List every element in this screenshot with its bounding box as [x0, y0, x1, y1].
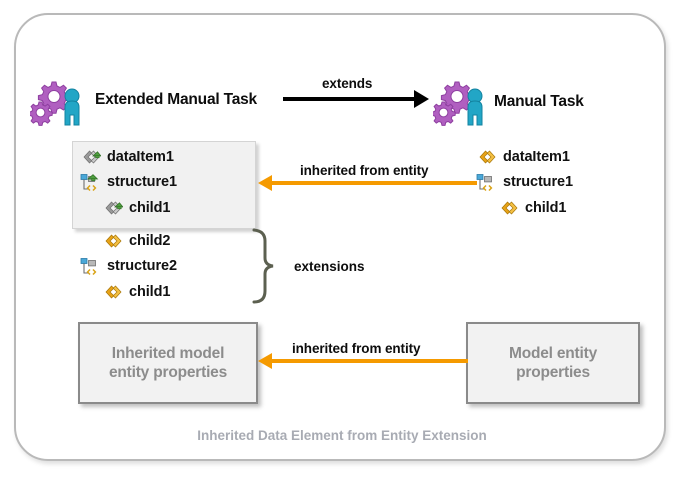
right-tree-item-dataitem1[interactable]: dataItem1: [478, 148, 570, 166]
structure-icon: [476, 173, 497, 192]
inherited-model-entity-properties-box: Inherited model entity properties: [78, 322, 258, 404]
right-tree-item-structure1[interactable]: structure1: [476, 173, 573, 192]
right-tree-item-label: child1: [525, 200, 567, 216]
inherited-structure-icon: [80, 173, 101, 192]
left-tree-item-child1-b[interactable]: child1: [104, 283, 170, 301]
extends-arrow-label: extends: [322, 76, 373, 91]
right-tree-item-child1[interactable]: child1: [500, 199, 566, 217]
inherited-data-element-icon: [104, 199, 123, 217]
inherited-tree-arrow-head: [258, 175, 272, 191]
extends-arrow-line: [283, 97, 415, 101]
left-tree-item-child1-a[interactable]: child1: [104, 199, 170, 217]
data-element-icon: [104, 283, 123, 301]
left-tree-item-label: child2: [129, 233, 171, 249]
manual-task-icon-extended: [28, 76, 86, 133]
inherited-data-element-icon: [82, 148, 101, 166]
model-props-line1: Model entity: [508, 344, 598, 362]
left-task-title: Extended Manual Task: [95, 91, 257, 108]
diagram-caption: Inherited Data Element from Entity Exten…: [197, 428, 487, 443]
right-task-title: Manual Task: [494, 93, 584, 110]
right-tree-item-label: structure1: [503, 174, 573, 190]
data-element-icon: [104, 232, 123, 250]
left-tree-item-label: child1: [129, 200, 171, 216]
inherited-props-arrow-line: [272, 359, 468, 363]
inherited-elements-panel: [72, 141, 256, 229]
left-tree-item-structure1[interactable]: structure1: [80, 173, 177, 192]
extensions-label: extensions: [294, 259, 365, 274]
left-tree-item-structure2[interactable]: structure2: [80, 257, 177, 276]
extends-arrow-head: [414, 90, 429, 108]
extensions-brace: [250, 228, 288, 309]
inherited-props-arrow-head: [258, 353, 272, 369]
model-props-line2: properties: [516, 364, 590, 381]
left-tree-item-child2[interactable]: child2: [104, 232, 170, 250]
right-tree-item-label: dataItem1: [503, 149, 570, 165]
data-element-icon: [478, 148, 497, 166]
data-element-icon: [500, 199, 519, 217]
model-entity-properties-box: Model entity properties: [466, 322, 640, 404]
structure-icon: [80, 257, 101, 276]
inherited-props-line1: Inherited model: [111, 344, 225, 362]
inherited-props-line2: entity properties: [108, 364, 228, 381]
inherited-tree-arrow-line: [272, 181, 477, 185]
left-tree-item-label: dataItem1: [107, 149, 174, 165]
manual-task-icon-base: [431, 76, 489, 133]
left-tree-item-label: structure2: [107, 258, 177, 274]
left-tree-item-label: child1: [129, 284, 171, 300]
left-tree-item-dataitem1[interactable]: dataItem1: [82, 148, 174, 166]
inherited-tree-arrow-label: inherited from entity: [300, 163, 429, 178]
left-tree-item-label: structure1: [107, 174, 177, 190]
inherited-props-arrow-label: inherited from entity: [292, 341, 421, 356]
